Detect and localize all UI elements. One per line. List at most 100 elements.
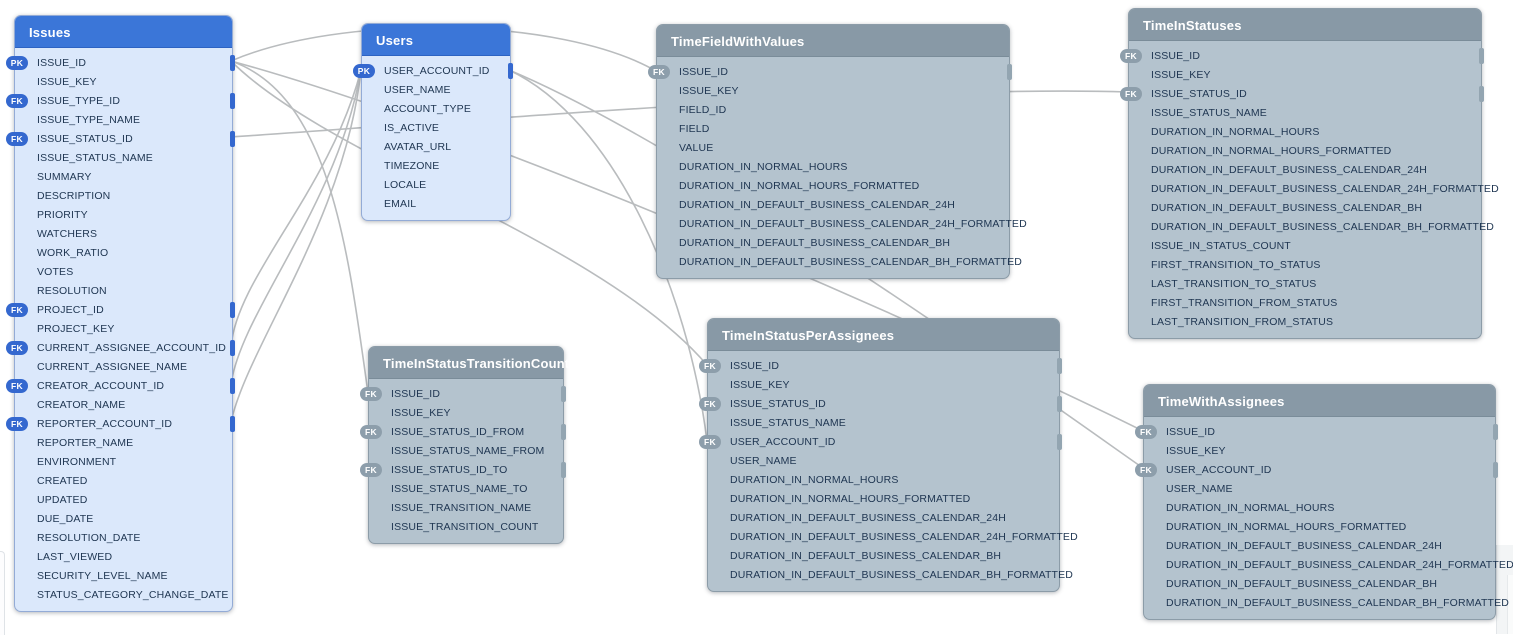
column-row[interactable]: REPORTER_NAME [15, 433, 232, 452]
column-row[interactable]: FIELD [657, 119, 1009, 138]
column-row[interactable]: USER_NAME [708, 451, 1059, 470]
column-row[interactable]: ISSUE_STATUS_NAME_FROM [369, 441, 563, 460]
column-row[interactable]: DURATION_IN_DEFAULT_BUSINESS_CALENDAR_24… [657, 195, 1009, 214]
column-row[interactable]: ISSUE_KEY [369, 403, 563, 422]
column-row[interactable]: ENVIRONMENT [15, 452, 232, 471]
column-row[interactable]: DURATION_IN_NORMAL_HOURS_FORMATTED [708, 489, 1059, 508]
column-row[interactable]: AVATAR_URL [362, 137, 510, 156]
column-row[interactable]: LAST_VIEWED [15, 547, 232, 566]
column-row[interactable]: DURATION_IN_DEFAULT_BUSINESS_CALENDAR_BH [657, 233, 1009, 252]
table-header-tc[interactable]: TimeInStatusTransitionCount [369, 347, 569, 379]
column-row[interactable]: IS_ACTIVE [362, 118, 510, 137]
table-header-issues[interactable]: Issues [15, 16, 232, 48]
column-row[interactable]: ISSUE_TYPE_NAME [15, 110, 232, 129]
column-row[interactable]: WATCHERS [15, 224, 232, 243]
column-row[interactable]: DESCRIPTION [15, 186, 232, 205]
column-row[interactable]: PRIORITY [15, 205, 232, 224]
column-row[interactable]: WORK_RATIO [15, 243, 232, 262]
column-row[interactable]: ISSUE_KEY [1129, 65, 1481, 84]
column-row[interactable]: ISSUE_KEY [708, 375, 1059, 394]
column-row[interactable]: CREATED [15, 471, 232, 490]
column-row[interactable]: ISSUE_IN_STATUS_COUNT [1129, 236, 1481, 255]
column-row[interactable]: DURATION_IN_DEFAULT_BUSINESS_CALENDAR_BH… [1129, 217, 1494, 236]
column-row[interactable]: FIRST_TRANSITION_TO_STATUS [1129, 255, 1481, 274]
table-header-users[interactable]: Users [362, 24, 510, 56]
column-row[interactable]: DURATION_IN_NORMAL_HOURS_FORMATTED [1144, 517, 1495, 536]
column-row[interactable]: LOCALE [362, 175, 510, 194]
column-row[interactable]: USER_NAME [362, 80, 510, 99]
column-row[interactable]: DURATION_IN_DEFAULT_BUSINESS_CALENDAR_24… [657, 214, 1027, 233]
column-row[interactable]: DURATION_IN_DEFAULT_BUSINESS_CALENDAR_24… [708, 527, 1078, 546]
column-row[interactable]: VOTES [15, 262, 232, 281]
column-row[interactable]: UPDATED [15, 490, 232, 509]
column-row[interactable]: ISSUE_STATUS_NAME_TO [369, 479, 563, 498]
column-row[interactable]: ACCOUNT_TYPE [362, 99, 510, 118]
column-row[interactable]: CURRENT_ASSIGNEE_NAME [15, 357, 232, 376]
column-row[interactable]: DURATION_IN_NORMAL_HOURS_FORMATTED [1129, 141, 1481, 160]
column-row[interactable]: SECURITY_LEVEL_NAME [15, 566, 232, 585]
column-row[interactable]: RESOLUTION_DATE [15, 528, 232, 547]
column-row[interactable]: DURATION_IN_DEFAULT_BUSINESS_CALENDAR_BH… [708, 565, 1073, 584]
column-row[interactable]: DURATION_IN_DEFAULT_BUSINESS_CALENDAR_BH [708, 546, 1059, 565]
column-row[interactable]: VALUE [657, 138, 1009, 157]
column-row[interactable]: ISSUE_KEY [1144, 441, 1495, 460]
table-header-tfwv[interactable]: TimeFieldWithValues [657, 25, 1009, 57]
column-row[interactable]: DURATION_IN_DEFAULT_BUSINESS_CALENDAR_24… [1144, 536, 1495, 555]
column-row[interactable]: DURATION_IN_DEFAULT_BUSINESS_CALENDAR_BH [1129, 198, 1481, 217]
column-row[interactable]: DURATION_IN_NORMAL_HOURS [708, 470, 1059, 489]
column-row[interactable]: DURATION_IN_DEFAULT_BUSINESS_CALENDAR_24… [1129, 179, 1499, 198]
table-header-pa[interactable]: TimeInStatusPerAssignees [708, 319, 1059, 351]
column-row[interactable]: PROJECT_KEY [15, 319, 232, 338]
table-header-twa[interactable]: TimeWithAssignees [1144, 385, 1495, 417]
column-row[interactable]: DURATION_IN_NORMAL_HOURS_FORMATTED [657, 176, 1009, 195]
column-row[interactable]: CREATOR_NAME [15, 395, 232, 414]
column-row[interactable]: DURATION_IN_DEFAULT_BUSINESS_CALENDAR_24… [708, 508, 1059, 527]
column-row[interactable]: ISSUE_KEY [15, 72, 232, 91]
column-row[interactable]: LAST_TRANSITION_FROM_STATUS [1129, 312, 1481, 331]
column-row[interactable]: EMAIL [362, 194, 510, 213]
column-row[interactable]: DURATION_IN_DEFAULT_BUSINESS_CALENDAR_24… [1129, 160, 1481, 179]
column-row[interactable]: USER_NAME [1144, 479, 1495, 498]
column-row[interactable]: DURATION_IN_DEFAULT_BUSINESS_CALENDAR_BH… [657, 252, 1022, 271]
column-row[interactable]: ISSUE_TRANSITION_COUNT [369, 517, 563, 536]
column-row[interactable]: DURATION_IN_DEFAULT_BUSINESS_CALENDAR_BH… [1144, 593, 1509, 612]
column-row[interactable]: STATUS_CATEGORY_CHANGE_DATE [15, 585, 232, 604]
column-row[interactable]: FIRST_TRANSITION_FROM_STATUS [1129, 293, 1481, 312]
column-row[interactable]: DURATION_IN_NORMAL_HOURS [1144, 498, 1495, 517]
column-row[interactable]: ISSUE_TRANSITION_NAME [369, 498, 563, 517]
column-row[interactable]: DURATION_IN_DEFAULT_BUSINESS_CALENDAR_24… [1144, 555, 1513, 574]
column-row[interactable]: DURATION_IN_DEFAULT_BUSINESS_CALENDAR_BH [1144, 574, 1495, 593]
column-row[interactable]: DURATION_IN_NORMAL_HOURS [657, 157, 1009, 176]
column-row[interactable]: LAST_TRANSITION_TO_STATUS [1129, 274, 1481, 293]
column-row[interactable]: DURATION_IN_NORMAL_HOURS [1129, 122, 1481, 141]
column-row[interactable]: ISSUE_STATUS_NAME [15, 148, 232, 167]
column-row[interactable]: ISSUE_KEY [657, 81, 1009, 100]
column-row[interactable]: SUMMARY [15, 167, 232, 186]
column-row[interactable]: RESOLUTION [15, 281, 232, 300]
